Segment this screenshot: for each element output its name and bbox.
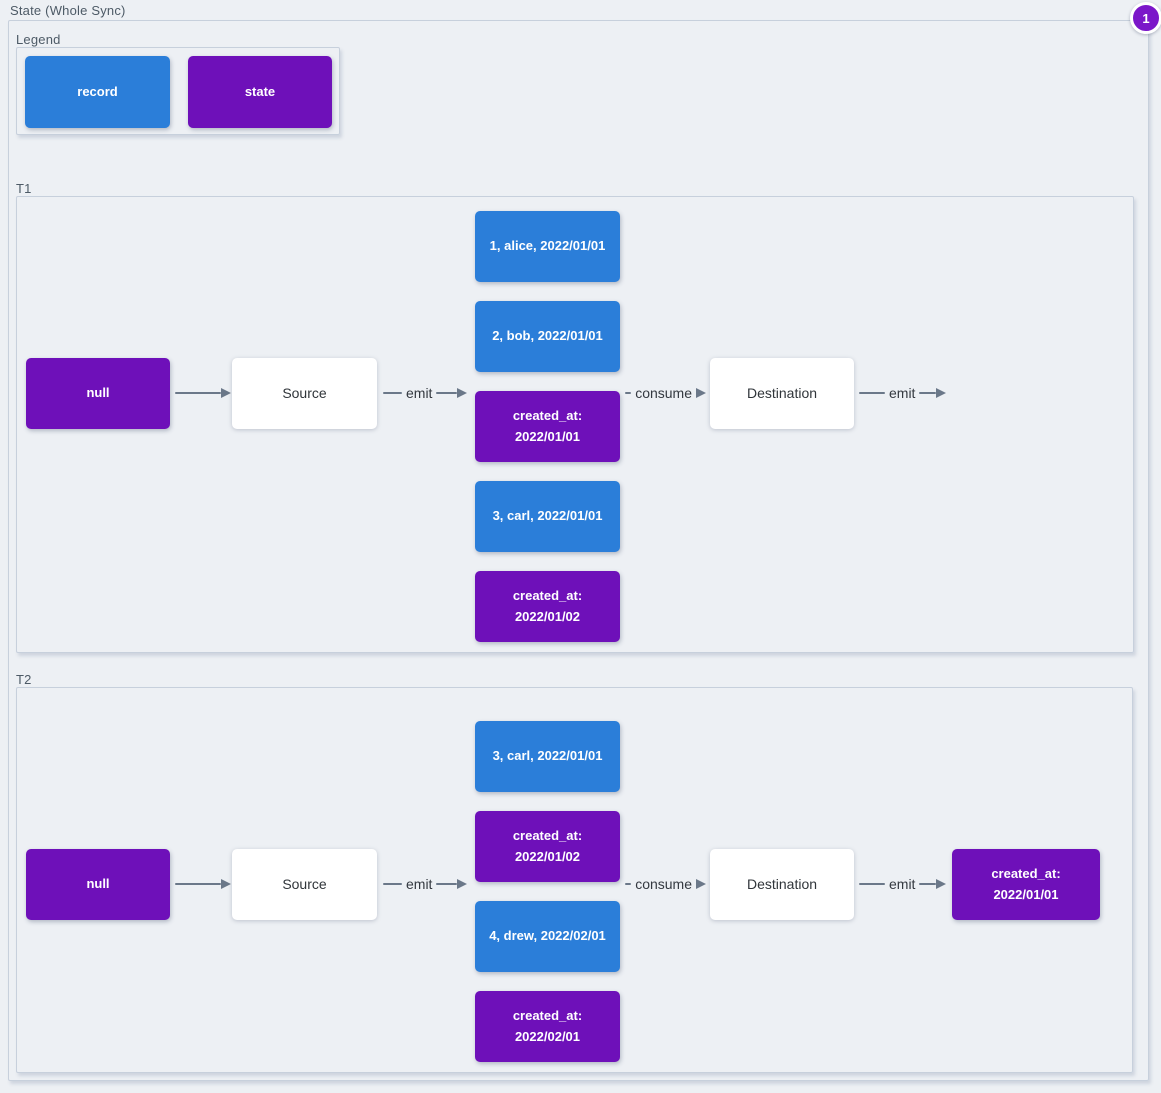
arrowhead-icon: [936, 388, 946, 398]
edge-line: [625, 392, 632, 394]
legend-state-node: state: [188, 56, 332, 128]
edge-emit-label: emit: [406, 876, 433, 892]
edge-line: [175, 392, 221, 394]
arrowhead-icon: [696, 388, 706, 398]
legend-container: [16, 47, 340, 135]
record-node: 4, drew, 2022/02/01: [475, 901, 620, 972]
edge-line: [859, 392, 885, 394]
edge-emit-destination: emit: [859, 874, 946, 894]
edge-emit-destination: emit: [859, 383, 946, 403]
record-node: 2, bob, 2022/01/01: [475, 301, 620, 372]
record-state-stack: 1, alice, 2022/01/01 2, bob, 2022/01/01 cr…: [475, 211, 620, 661]
edge-emit-label: emit: [406, 385, 433, 401]
state-node: created_at: 2022/02/01: [475, 991, 620, 1062]
arrowhead-icon: [221, 879, 231, 889]
edge-line: [175, 883, 221, 885]
edge-line: [383, 883, 402, 885]
edge-null-to-source: [175, 383, 231, 403]
edge-null-to-source: [175, 874, 231, 894]
edge-consume: consume: [625, 874, 706, 894]
record-node: 3, carl, 2022/01/01: [475, 721, 620, 792]
edge-line: [436, 883, 457, 885]
annotation-badge: 1: [1130, 2, 1161, 34]
section-t1-container: [16, 196, 1134, 653]
record-node: 1, alice, 2022/01/01: [475, 211, 620, 282]
section-t1-title: T1: [16, 181, 32, 196]
source-node: Source: [232, 849, 377, 920]
null-state-node: null: [26, 358, 170, 429]
edge-line: [919, 883, 936, 885]
edge-consume-label: consume: [635, 385, 692, 401]
arrowhead-icon: [936, 879, 946, 889]
edge-line: [383, 392, 402, 394]
legend-title: Legend: [16, 32, 61, 47]
state-node: created_at: 2022/01/01: [475, 391, 620, 462]
edge-line: [436, 392, 457, 394]
whole-sync-container: [8, 20, 1149, 1081]
edge-line: [859, 883, 885, 885]
record-node: 3, carl, 2022/01/01: [475, 481, 620, 552]
null-state-node: null: [26, 849, 170, 920]
state-node: created_at: 2022/01/02: [475, 811, 620, 882]
edge-line: [919, 392, 936, 394]
section-t2-title: T2: [16, 672, 32, 687]
edge-consume: consume: [625, 383, 706, 403]
state-node: created_at: 2022/01/02: [475, 571, 620, 642]
page-title: State (Whole Sync): [10, 3, 126, 18]
arrowhead-icon: [457, 879, 467, 889]
edge-emit-label: emit: [889, 876, 916, 892]
edge-emit-label: emit: [889, 385, 916, 401]
output-state-node: created_at: 2022/01/01: [952, 849, 1100, 920]
edge-line: [625, 883, 632, 885]
section-t2-container: [16, 687, 1133, 1073]
edge-consume-label: consume: [635, 876, 692, 892]
destination-node: Destination: [710, 358, 854, 429]
edge-emit-source: emit: [383, 874, 467, 894]
arrowhead-icon: [221, 388, 231, 398]
arrowhead-icon: [696, 879, 706, 889]
legend-record-node: record: [25, 56, 170, 128]
destination-node: Destination: [710, 849, 854, 920]
arrowhead-icon: [457, 388, 467, 398]
record-state-stack: 3, carl, 2022/01/01 created_at: 2022/01/0…: [475, 721, 620, 1081]
source-node: Source: [232, 358, 377, 429]
edge-emit-source: emit: [383, 383, 467, 403]
